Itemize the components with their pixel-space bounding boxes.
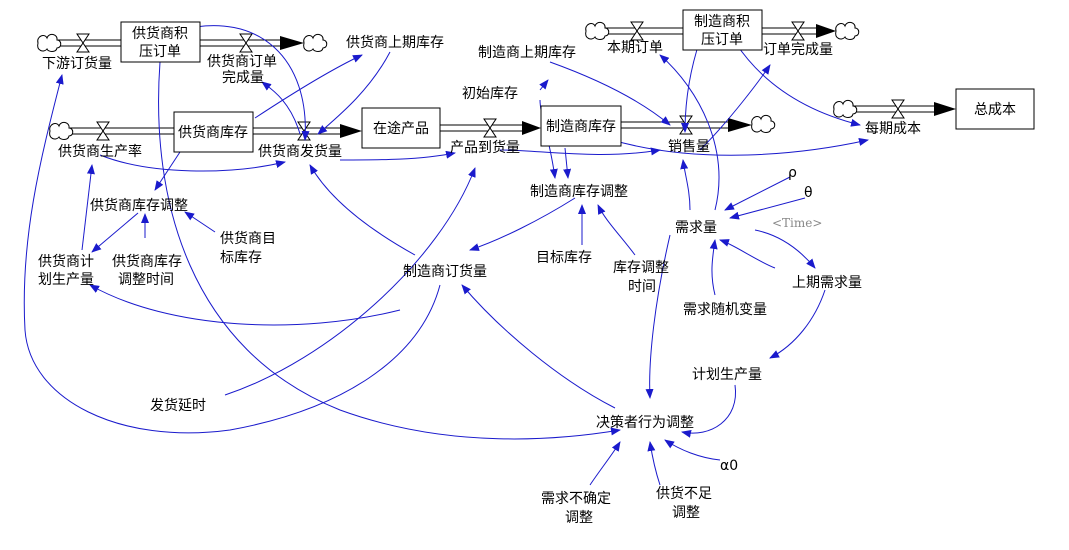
variables: 供货商上期库存 制造商上期库存 初始库存 供货商库存调整 供货商目 标库存 供货… <box>38 34 862 526</box>
cloud-icon <box>833 99 858 118</box>
valve-supplier-shipment <box>297 121 311 141</box>
sales-label: 销售量 <box>668 139 710 155</box>
cloud-icon <box>585 21 610 40</box>
manufacturer-inventory-label: 制造商库存 <box>546 119 616 135</box>
supplier-adj-time-line2: 调整时间 <box>118 272 174 288</box>
cloud-icon <box>303 33 328 52</box>
supplier-target-inventory-line2: 标库存 <box>220 250 262 266</box>
valve-downstream-order <box>76 33 90 53</box>
supply-shortage-adj-line2: 调整 <box>672 505 700 521</box>
manufacturer-backlog-line1: 制造商积 <box>694 14 750 30</box>
supplier-backlog-line1: 供货商积 <box>132 25 188 42</box>
supplier-shipment-label: 供货商发货量 <box>258 143 342 160</box>
manufacturer-order-label: 制造商订货量 <box>403 263 487 280</box>
causal-links <box>23 25 869 486</box>
flow-pipes <box>58 24 956 138</box>
in-transit-label: 在途产品 <box>373 120 429 137</box>
manufacturer-prev-inventory-label: 制造商上期库存 <box>478 45 576 61</box>
cloud-icon <box>37 33 62 52</box>
prev-demand-label: 上期需求量 <box>792 275 862 291</box>
supplier-backlog-line2: 压订单 <box>139 44 181 60</box>
inventory-adj-time-line1: 库存调整 <box>613 260 669 276</box>
alpha0-label: α0 <box>720 458 738 474</box>
valve-supplier-production <box>96 121 110 141</box>
valve-period-cost <box>891 99 905 119</box>
total-cost-label: 总成本 <box>974 102 1016 118</box>
stocks: 供货商积 压订单 供货商库存 在途产品 制造商库存 制造商积 压订单 总成本 <box>120 9 1035 153</box>
time-label: <Time> <box>772 216 822 230</box>
flow-labels: 下游订货量 供货商订单 完成量 供货商生产率 供货商发货量 产品到货量 销售量 … <box>42 40 921 160</box>
theta-label: θ <box>804 185 813 201</box>
valve-product-arrival <box>483 118 497 138</box>
valve-sales <box>679 115 693 135</box>
supplier-order-done-line2: 完成量 <box>222 70 264 86</box>
manufacturer-inventory-adj-label: 制造商库存调整 <box>530 184 628 200</box>
manufacturer-inventory-box <box>540 105 622 147</box>
clouds <box>37 21 860 140</box>
supplier-prev-inventory-label: 供货商上期库存 <box>346 34 444 51</box>
cloud-icon <box>835 21 860 40</box>
demand-random-label: 需求随机变量 <box>683 302 767 318</box>
initial-inventory-label: 初始库存 <box>462 85 518 102</box>
target-inventory-label: 目标库存 <box>536 250 592 266</box>
cloud-icon <box>751 114 776 133</box>
supplier-inventory-label: 供货商库存 <box>178 124 248 141</box>
valve-supplier-order-done <box>239 33 253 53</box>
demand-label: 需求量 <box>675 220 717 236</box>
planned-production-label: 计划生产量 <box>692 367 762 383</box>
supplier-target-inventory-line1: 供货商目 <box>220 230 276 247</box>
manufacturer-backlog-line2: 压订单 <box>701 32 743 48</box>
supplier-production-label: 供货商生产率 <box>58 143 142 160</box>
total-cost-box <box>955 88 1035 130</box>
period-cost-label: 每期成本 <box>865 121 921 137</box>
rho-label: ρ <box>788 165 797 181</box>
valve-order-done <box>791 21 805 41</box>
order-done-label: 订单完成量 <box>763 42 833 58</box>
supplier-planned-production-line2: 划生产量 <box>38 272 94 288</box>
demand-uncertainty-adj-line1: 需求不确定 <box>541 491 611 507</box>
inventory-adj-time-line2: 时间 <box>628 279 656 295</box>
supplier-adj-time-line1: 供货商库存 <box>112 253 182 270</box>
supplier-inventory-adj-label: 供货商库存调整 <box>90 197 188 214</box>
manufacturer-backlog-box <box>682 9 763 51</box>
current-order-label: 本期订单 <box>607 40 663 56</box>
cloud-icon <box>49 121 74 140</box>
product-arrival-label: 产品到货量 <box>450 139 520 156</box>
in-transit-box <box>361 107 441 149</box>
supply-shortage-adj-line1: 供货不足 <box>656 485 712 502</box>
demand-uncertainty-adj-line2: 调整 <box>565 510 593 526</box>
downstream-order-label: 下游订货量 <box>42 55 112 72</box>
supplier-order-done-line1: 供货商订单 <box>207 53 277 70</box>
shipping-delay-label: 发货延时 <box>150 397 206 414</box>
supplier-backlog-box <box>120 21 201 63</box>
supplier-planned-production-line1: 供货商计 <box>38 253 94 270</box>
valve-current-order <box>630 21 644 41</box>
decision-adjust-label: 决策者行为调整 <box>596 414 694 431</box>
supplier-inventory-box <box>173 111 254 153</box>
